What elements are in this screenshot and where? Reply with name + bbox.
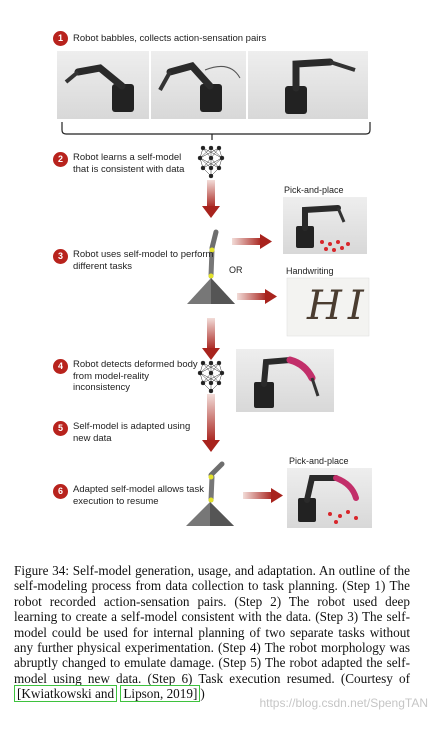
- right-arrow-icon-3: [243, 488, 283, 503]
- step-text: Self-model is adapted using new data: [73, 421, 191, 444]
- pick-place-label-1: Pick-and-place: [284, 185, 344, 195]
- step-badge: 1: [53, 31, 68, 46]
- caption-tail: ): [200, 686, 205, 702]
- step-text: Robot babbles, collects action-sensation…: [73, 33, 267, 44]
- step-4: 4 Robot detects deformed body from model…: [53, 359, 198, 394]
- down-arrow-icon-3: [202, 394, 220, 452]
- step-badge: 4: [53, 359, 68, 374]
- handwriting-photo: [286, 277, 370, 337]
- handwriting-sample: HI: [307, 283, 370, 329]
- babble-photo-3: [248, 51, 368, 119]
- figure-caption: Figure 34: Self-model generation, usage,…: [14, 563, 410, 703]
- right-arrow-icon-2: [237, 289, 277, 304]
- figure: 1 Robot babbles, collects action-sensati…: [53, 31, 372, 528]
- citation-link-continued[interactable]: Lipson, 2019]: [120, 685, 201, 703]
- step-6: 6 Adapted self-model allows task executi…: [53, 484, 204, 507]
- pick-place-photo-2: [287, 468, 372, 528]
- down-arrow-icon-1: [202, 180, 220, 218]
- neural-net-icon-1: [197, 145, 225, 179]
- step-5: 5 Self-model is adapted using new data: [53, 421, 190, 444]
- robot-model-icon-2: [186, 461, 234, 526]
- step-badge: 5: [53, 421, 68, 436]
- caption-text: Figure 34: Self-model generation, usage,…: [14, 563, 410, 686]
- babble-photo-1: [57, 51, 149, 119]
- step-text: Robot detects deformed body from model-r…: [73, 359, 198, 393]
- neural-net-icon-2: [197, 360, 225, 394]
- robot-model-icon-1: [187, 229, 235, 304]
- figure-graphics: [57, 51, 372, 528]
- step-badge: 2: [53, 152, 68, 167]
- down-arrow-icon-2: [202, 318, 220, 360]
- watermark: https://blog.csdn.net/SpengTAN: [259, 696, 428, 710]
- step-1: 1 Robot babbles, collects action-sensati…: [53, 31, 266, 46]
- bracket: [61, 122, 371, 135]
- babble-photo-2: [151, 51, 246, 119]
- step-text: Robot learns a self-model that is consis…: [73, 152, 185, 175]
- or-label: OR: [229, 265, 243, 275]
- step-text: Robot uses self-model to perform differe…: [73, 249, 214, 272]
- step-text: Adapted self-model allows task execution…: [73, 484, 204, 507]
- pick-place-photo-1: [283, 197, 367, 254]
- pick-place-label-2: Pick-and-place: [289, 456, 349, 466]
- right-arrow-icon-1: [232, 234, 272, 249]
- citation-link[interactable]: [Kwiatkowski and: [14, 685, 118, 703]
- step-badge: 6: [53, 484, 68, 499]
- deformed-robot-photo: [236, 349, 334, 412]
- handwriting-label: Handwriting: [286, 266, 334, 276]
- step-2: 2 Robot learns a self-model that is cons…: [53, 152, 184, 175]
- step-badge: 3: [53, 249, 68, 264]
- step-3: 3 Robot uses self-model to perform diffe…: [53, 249, 213, 272]
